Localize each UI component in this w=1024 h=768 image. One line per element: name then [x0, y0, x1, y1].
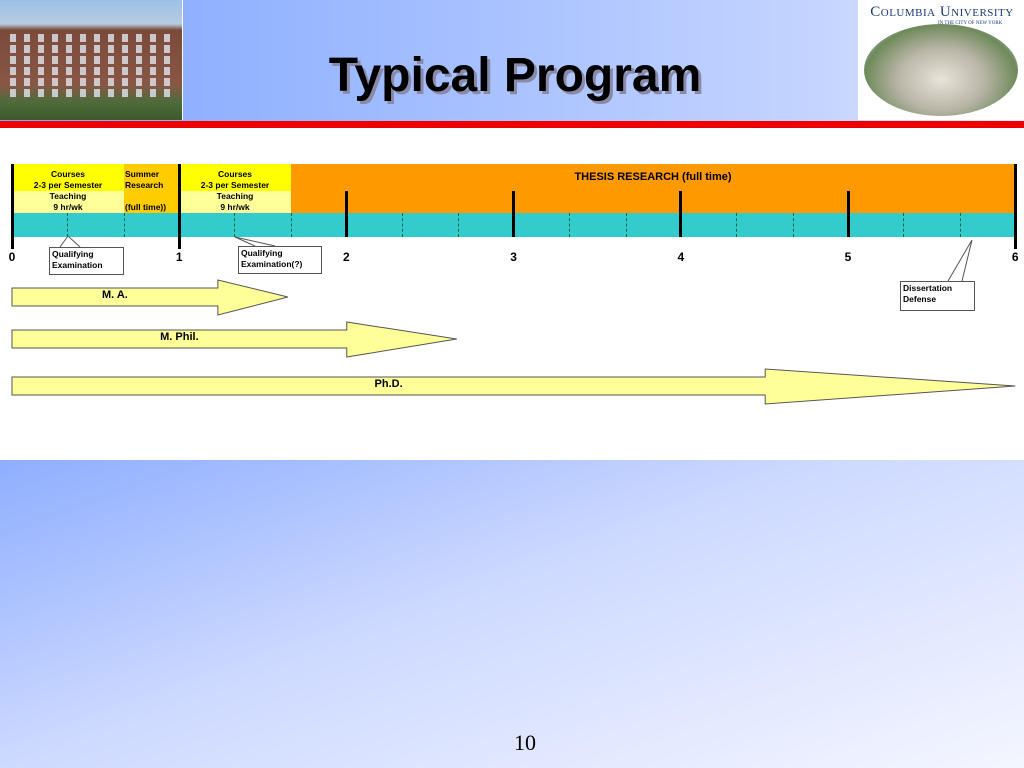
year-tick [846, 191, 850, 237]
quarter-divider [792, 213, 794, 237]
degree-arrow [11, 321, 457, 358]
quarter-divider [458, 213, 460, 237]
degree-label: M. Phil. [160, 331, 199, 343]
building-photo [0, 0, 183, 120]
year-label: 1 [175, 250, 183, 264]
qualifying-exam-2-callout: Qualifying Examination(?) [238, 246, 322, 274]
quarter-divider [291, 213, 293, 237]
campus-photo [864, 24, 1018, 116]
logo-text: Columbia University [870, 4, 1014, 20]
year2-courses: Courses 2-3 per Semester [179, 164, 291, 191]
year-label: 2 [343, 250, 350, 264]
page-title: Typical Program [328, 49, 702, 102]
quarter-divider [568, 213, 570, 237]
page-number: 10 [514, 730, 536, 755]
callout-pointers [11, 235, 1016, 405]
year-tick [1013, 164, 1017, 249]
year-tick [679, 191, 683, 237]
year-label: 6 [1011, 250, 1019, 264]
year2-teaching: Teaching 9 hr/wk [179, 191, 291, 213]
quarter-divider [903, 213, 905, 237]
year-label: 0 [8, 250, 16, 264]
year1-courses: Courses 2-3 per Semester [12, 164, 124, 191]
qualifying-exam-callout: Qualifying Examination [49, 247, 124, 275]
year-tick [10, 164, 14, 249]
divider [0, 121, 1024, 128]
degree-arrow [11, 368, 1016, 405]
quarter-divider [735, 213, 737, 237]
quarter-divider [960, 213, 962, 237]
quarter-divider [234, 213, 236, 237]
year-label: 5 [844, 250, 852, 264]
columbia-logo: Columbia University IN THE CITY OF NEW Y… [858, 0, 1024, 120]
degree-arrow [11, 279, 289, 316]
year-tick [512, 191, 516, 237]
logo-subtext: IN THE CITY OF NEW YORK [938, 21, 1003, 26]
quarter-divider [625, 213, 627, 237]
dissertation-defense-callout: Dissertation Defense [900, 281, 975, 311]
thesis-research: THESIS RESEARCH (full time) [291, 164, 1015, 213]
degree-label: Ph.D. [374, 378, 403, 390]
summer-research: Summer Research [124, 164, 179, 191]
background-gradient [0, 460, 1024, 768]
quarter-divider [67, 213, 69, 237]
year-label: 3 [510, 250, 517, 264]
quarter-divider [401, 213, 403, 237]
degree-label: M. A. [102, 289, 128, 301]
year-label: 4 [677, 250, 685, 264]
summer-note: (full time)) [124, 191, 179, 213]
year-tick [177, 164, 181, 249]
quarter-divider [124, 213, 126, 237]
year1-teaching: Teaching 9 hr/wk [12, 191, 124, 213]
year-tick [344, 191, 348, 237]
